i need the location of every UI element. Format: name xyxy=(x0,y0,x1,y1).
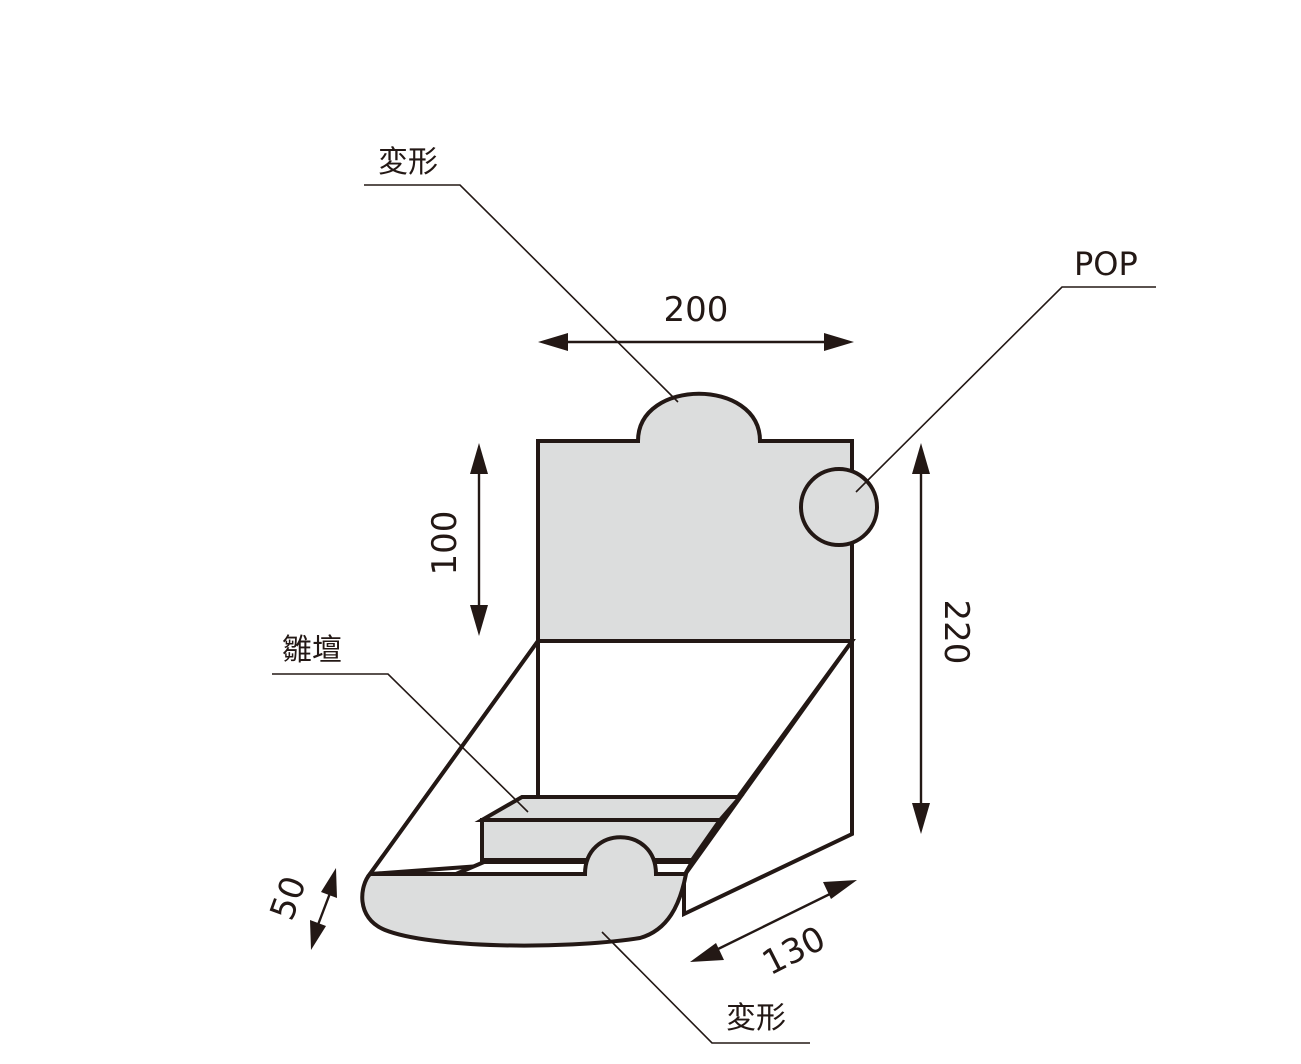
width-dimension-label: 200 xyxy=(664,290,729,330)
depth-arrow xyxy=(690,880,857,962)
depth-dimension-label: 130 xyxy=(756,919,832,984)
display-stand xyxy=(360,391,879,948)
bottom-deform-leader xyxy=(601,931,810,1044)
upper-height-dimension-label: 100 xyxy=(425,511,465,576)
pop-leader xyxy=(855,286,1156,493)
pop-label: POP xyxy=(1074,245,1138,283)
step-platform-top xyxy=(474,795,745,822)
dimension-arrows xyxy=(310,333,930,962)
width-arrow xyxy=(538,333,854,351)
top-deform-label: 変形 xyxy=(378,145,438,180)
top-deform-leader xyxy=(364,184,679,403)
hinadan-label: 雛壇 xyxy=(282,633,342,668)
bottom-deform-label: 変形 xyxy=(726,1001,786,1036)
front-height-arrow xyxy=(310,868,337,950)
front-height-dimension-label: 50 xyxy=(262,871,314,925)
upper-height-arrow xyxy=(470,443,488,636)
front-tray-panel xyxy=(360,835,689,948)
header-panel xyxy=(536,391,854,643)
leader-lines xyxy=(272,184,1156,1044)
total-height-arrow xyxy=(912,443,930,834)
total-height-dimension-label: 220 xyxy=(936,600,976,665)
hinadan-leader xyxy=(272,673,529,813)
pop-circle xyxy=(799,467,879,547)
